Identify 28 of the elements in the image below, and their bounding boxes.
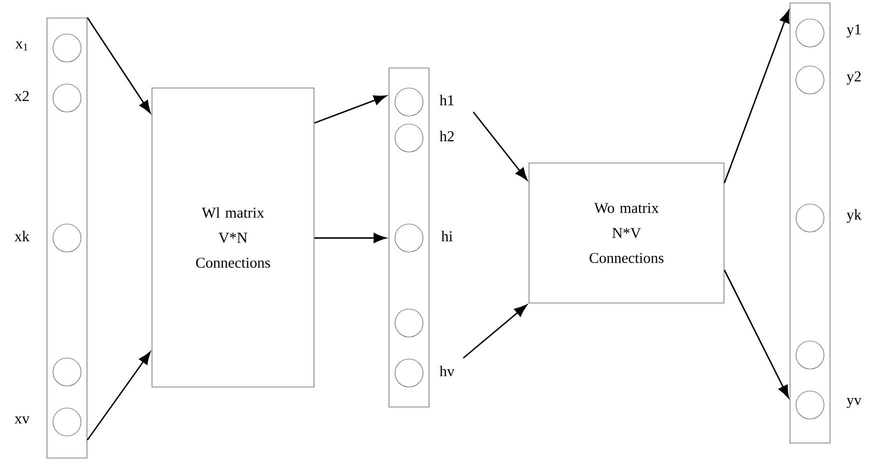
neuron-label: hi	[441, 230, 453, 242]
neuron-label: hv	[440, 366, 454, 376]
matrix-box: Wl matrix V*N Connections	[152, 88, 314, 388]
layer-column	[790, 2, 830, 444]
neuron-label: y1	[846, 24, 861, 38]
arrow	[314, 233, 386, 243]
layer-column	[388, 68, 430, 408]
neuron-circle	[394, 308, 424, 338]
neuron-label: h2	[440, 130, 454, 142]
neuron-label: x$_{1}$	[16, 41, 28, 51]
arrow	[472, 112, 528, 180]
neuron-label: h1	[440, 94, 454, 106]
neuron-circle	[52, 358, 82, 386]
arrow	[314, 95, 387, 124]
neuron-circle	[796, 340, 824, 370]
neuron-label: xv	[14, 416, 30, 424]
matrix-box: Wo matrix N*V Connections	[528, 162, 724, 304]
neuron-label: x2	[14, 91, 29, 101]
arrow	[86, 352, 151, 440]
neuron-label: y2	[846, 71, 861, 85]
arrow	[86, 17, 151, 114]
neuron-label: yk	[846, 209, 862, 223]
arrow	[724, 10, 790, 184]
arrow	[724, 270, 789, 398]
neuron-label: xk	[14, 230, 30, 242]
arrow	[462, 304, 528, 359]
layer-column	[46, 18, 88, 458]
neuron-label: yv	[846, 398, 862, 408]
